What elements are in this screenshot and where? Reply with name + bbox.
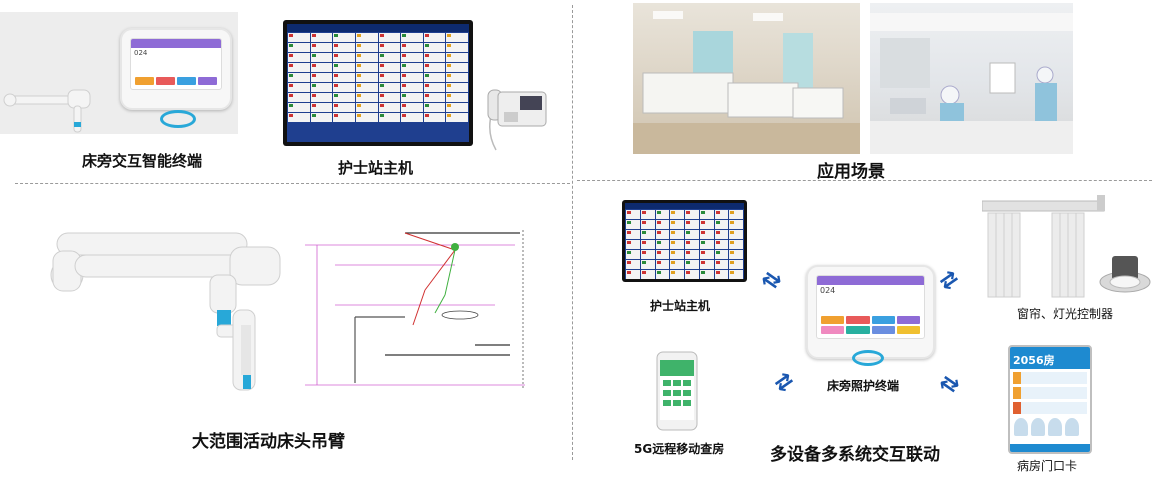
bedside-care-caption: 床旁照护终端 bbox=[827, 379, 900, 393]
curtain-illustration bbox=[982, 195, 1105, 298]
bedside-terminal-caption: 床旁交互智能终端 bbox=[82, 152, 203, 170]
small-arm-illustration bbox=[3, 89, 91, 133]
nurse-station-monitor-bottom bbox=[622, 200, 747, 282]
door-card-caption: 病房门口卡 bbox=[1017, 459, 1078, 473]
left-horizontal-divider bbox=[15, 183, 570, 184]
mobile-round-caption: 5G远程移动查房 bbox=[634, 442, 725, 456]
arm-caption: 大范围活动床头吊臂 bbox=[192, 432, 345, 452]
ward-room-photo bbox=[633, 3, 860, 154]
curtain-light-caption: 窗帘、灯光控制器 bbox=[1017, 307, 1114, 321]
desk-phone-top bbox=[487, 89, 547, 151]
nurse-station-monitor-top bbox=[283, 20, 473, 146]
bedside-arm-illustration bbox=[50, 232, 281, 391]
care-terminal-ring bbox=[852, 350, 884, 366]
nurse-station-photo bbox=[870, 3, 1073, 154]
door-card-device: 2056房 bbox=[1008, 345, 1092, 454]
door-card-room-number: 2056房 bbox=[1010, 353, 1090, 369]
sync-arrows-icon: ⇄ bbox=[769, 366, 799, 399]
vertical-divider bbox=[572, 5, 573, 460]
sync-arrows-icon: ⇄ bbox=[756, 264, 786, 297]
sync-arrows-icon: ⇄ bbox=[934, 368, 964, 401]
sync-arrows-icon: ⇄ bbox=[934, 264, 964, 297]
multi-device-caption: 多设备多系统交互联动 bbox=[770, 445, 940, 465]
bedside-terminal-product-panel: 024 bbox=[0, 12, 238, 134]
scenarios-caption: 应用场景 bbox=[817, 162, 885, 182]
bedside-terminal-device: 024 bbox=[120, 28, 232, 110]
mobile-phone-illustration bbox=[656, 351, 698, 431]
bedside-care-terminal-device: 024 bbox=[806, 265, 935, 359]
arm-dimension-drawing bbox=[295, 205, 550, 395]
nurse-station-caption-bottom: 护士站主机 bbox=[650, 299, 711, 313]
right-horizontal-divider bbox=[577, 180, 1152, 181]
nurse-station-caption-top: 护士站主机 bbox=[338, 159, 414, 177]
downlight-icon bbox=[1099, 256, 1151, 293]
terminal-ring-stand bbox=[160, 110, 196, 128]
